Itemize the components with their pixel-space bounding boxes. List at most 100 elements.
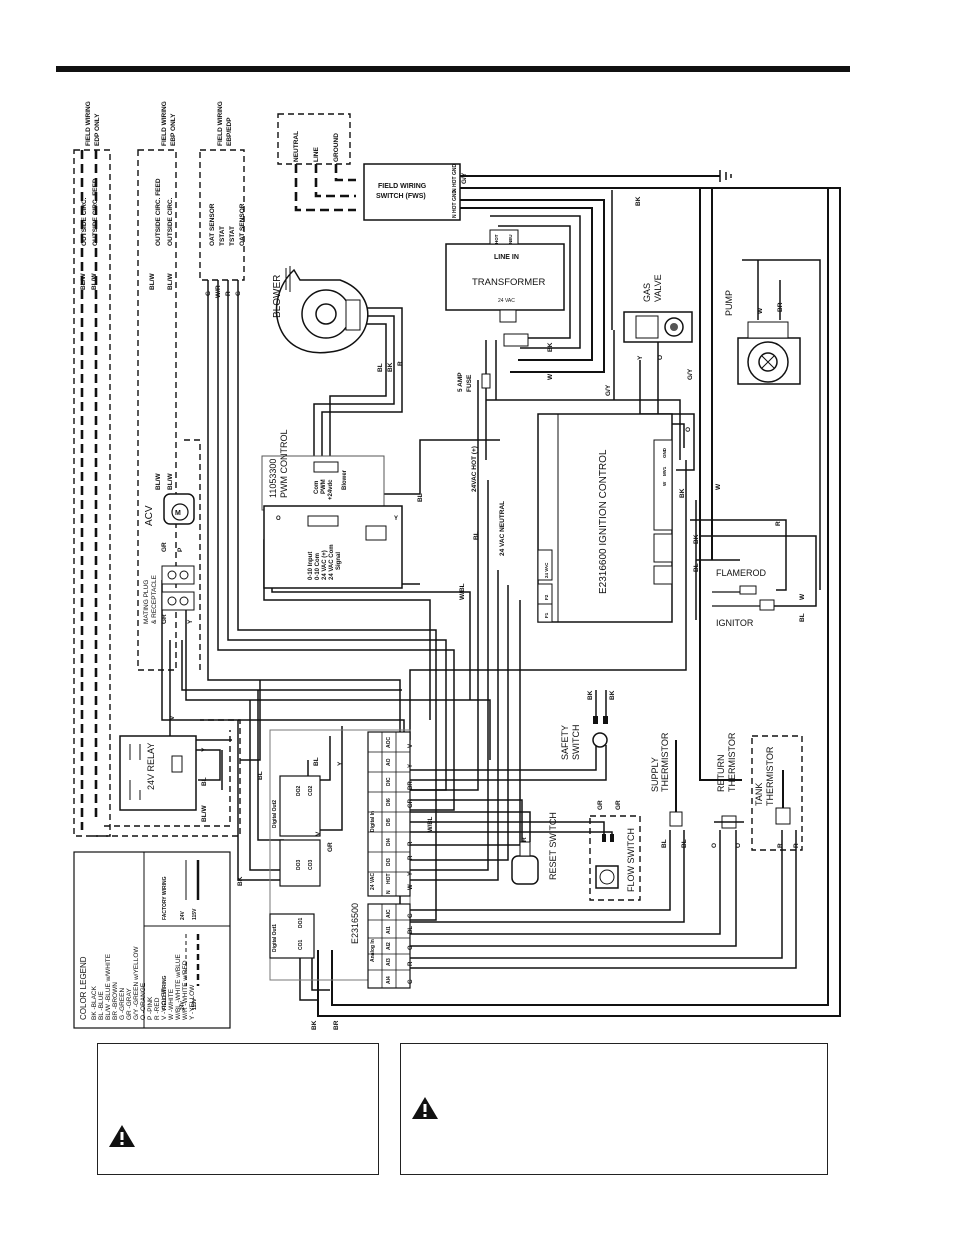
relay-wire-y: Y	[201, 747, 208, 752]
ebpedp-wire-1: G	[205, 291, 212, 296]
board-ai-pin-2: AI2	[386, 942, 392, 950]
reset-wire-gr: GR	[597, 800, 604, 810]
relay: 24V RELAY Y BL BL/W V	[119, 715, 208, 822]
ebpedp-terminal-2: TSTAT	[219, 226, 226, 246]
pwm-o: O	[276, 516, 281, 522]
board-do2-pin-3: CO3	[308, 860, 314, 871]
board-di-pin-2: DI5	[386, 818, 392, 826]
ebpedp-wire-4: G	[235, 291, 242, 296]
legend-item: GR -GRAY	[126, 988, 133, 1020]
ground-label: GROUND	[333, 133, 340, 162]
board-wire-label: O	[408, 945, 414, 950]
pwm-signal-3: 24 VAC (+)	[322, 550, 328, 580]
ignition-mv1: MV1	[662, 466, 667, 476]
tank-wire-r-2: R	[793, 843, 800, 848]
fuse-label-1: 5 AMP	[457, 372, 464, 392]
flamerod: FLAMEROD IGNITOR R W BL BK W	[693, 483, 806, 628]
ignition-name: E2316600 IGNITION CONTROL	[598, 449, 609, 594]
edp-title-2: EDP ONLY	[94, 113, 101, 146]
board-di-pin-4: DI3	[386, 858, 392, 866]
pump-wire-w: W	[757, 307, 764, 314]
acv-wire-gr: GR	[161, 542, 168, 552]
legend-item: W -WHITE	[168, 988, 175, 1020]
transformer-line-in: LINE IN	[494, 254, 519, 261]
gas-valve-label-2: VALVE	[653, 274, 663, 302]
fws-line-1: FIELD WIRING	[378, 183, 427, 190]
board-ai-pin-0: AIC	[386, 909, 392, 918]
pump-name: PUMP	[724, 290, 734, 316]
edp-terminal-1: OUTSIDE CIRC.	[81, 197, 88, 246]
ignition-w: W	[662, 481, 667, 486]
board-vac-pin-hot: HOT	[386, 873, 392, 884]
acv-wire-p: P	[177, 547, 184, 552]
board-wire-label: BL	[408, 926, 414, 934]
legend-title: COLOR LEGEND	[79, 956, 88, 1020]
legend-item: V -VIOLET	[161, 989, 168, 1020]
board-vac-pin-n: N	[386, 890, 392, 894]
ebp-wire-2: BL/W	[167, 273, 174, 290]
warning-box-right	[400, 1043, 828, 1175]
ebpedp-terminal-4: OAT SENSOR	[239, 203, 246, 246]
board-wire-label: BL	[313, 757, 320, 766]
fws-pins-bottom: N HOT GND	[452, 190, 458, 218]
ebpedp-terminal-1: OAT SENSOR	[209, 203, 216, 246]
ignition-24vac-pin: 24 VAC	[544, 562, 549, 578]
board-do1-pin-0: DO1	[298, 918, 304, 929]
board-wire-label: V	[315, 831, 322, 836]
warning-icon	[109, 1125, 135, 1147]
blower-fan-icon	[315, 303, 337, 325]
board-wire-label: R	[408, 841, 414, 846]
tank-thermistor-dashed-box	[751, 735, 803, 851]
acv: M ACV GR P GR Y BL/W BL/W MATING PLUG & …	[143, 473, 195, 624]
supply-wire-bl-2: BL	[681, 839, 688, 848]
edp-wire-1: BL/W	[80, 273, 87, 290]
flamerod-wire-r: R	[775, 521, 782, 526]
pwm-signal-1: 0-10 Input	[308, 552, 314, 580]
board-wire-label: GR	[327, 842, 334, 852]
board-wire-label: BL	[473, 531, 480, 540]
reset-switch: RESET SWITCH GR R	[511, 800, 604, 885]
board-aoc: AOC	[386, 737, 392, 749]
fuse: 5 AMP FUSE	[457, 372, 491, 392]
blower-wire-r: R	[397, 361, 404, 366]
reset-switch-name: RESET SWITCH	[548, 812, 558, 880]
board-wire-label: R	[408, 855, 414, 860]
legend-factory-115v: 115V	[192, 908, 198, 920]
field-wiring-switch: FIELD WIRING SWITCH (FWS) N HOT GND N HO…	[363, 163, 461, 221]
board-wire-label: BK	[237, 876, 244, 886]
transformer-24vac: 24 VAC	[498, 298, 515, 304]
flow-wire-gr: GR	[615, 800, 622, 810]
board-wire-label: G	[408, 979, 414, 984]
board-di-pin-3: DI4	[386, 838, 392, 846]
pwm-pwm: PWM	[321, 479, 327, 494]
safety-wire-bk-2: BK	[609, 690, 616, 700]
acv-name: ACV	[144, 505, 155, 526]
board-wire-label: BR	[333, 1020, 340, 1030]
safety-switch: SAFETY SWITCH BK BK	[560, 690, 616, 760]
safety-label-1: SAFETY	[560, 725, 570, 760]
board-24vac: 24 VAC	[370, 872, 376, 890]
return-wire-o-2: O	[735, 843, 742, 848]
ignition-control: E2316600 IGNITION CONTROL 24VAC HOT (+) …	[459, 413, 700, 623]
board-ao: AO	[386, 758, 392, 766]
gas-valve-wire-o: O	[657, 355, 664, 360]
pwm-signal-4: 24 VAC Com	[329, 544, 335, 580]
edp-wire-2: BL/W	[91, 273, 98, 290]
legend-item: BR -BROWN	[112, 982, 119, 1020]
legend-item: G -GREEN	[119, 988, 126, 1020]
board-di-pin-0: DIC	[386, 777, 392, 786]
ignition-wire-o: O	[685, 427, 692, 432]
ebpedp-labels: FIELD WIRING EBP/EDP OAT SENSOR TSTAT TS…	[205, 101, 246, 298]
ignition-24vac-neutral: 24 VAC NEUTRAL	[499, 501, 506, 556]
board-wire-label: BL	[257, 771, 264, 780]
legend-item: BL -BLUE	[98, 991, 105, 1020]
flamerod-wire-w2: W	[715, 483, 722, 490]
board-digital-in: Digital In	[370, 811, 376, 832]
board-do2-pin-0: DO2	[296, 786, 302, 797]
legend-item: W/R -WHITE w/RED	[182, 960, 189, 1020]
pwm-control: 11053300 PWM CONTROL Com PWM +24vdc Blow…	[261, 430, 424, 589]
return-wire-o-1: O	[711, 843, 718, 848]
ebpedp-wire-2: W/R	[215, 285, 222, 298]
gas-valve-feed-gy: G/Y	[605, 384, 612, 396]
